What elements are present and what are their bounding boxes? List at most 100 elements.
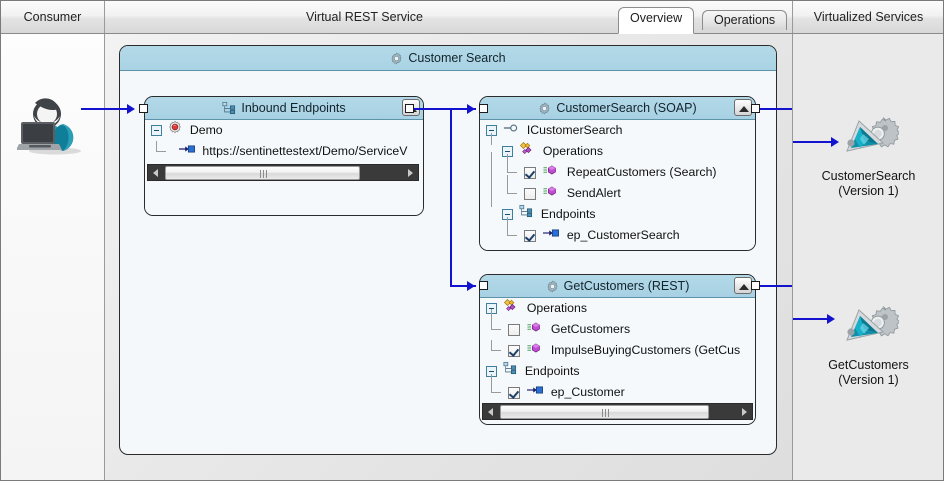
scroll-left-arrow[interactable]	[149, 165, 164, 180]
connector-consumer-to-inbound	[81, 108, 133, 110]
column-header-virtual-rest-service: Virtual REST Service	[306, 10, 423, 24]
tree-label-endpoints-rest: Endpoints	[524, 364, 580, 379]
collapse-up-icon[interactable]	[734, 277, 752, 294]
tree-elbow	[491, 374, 501, 393]
node-title-inbound: Inbound Endpoints	[145, 97, 423, 120]
tree-label-endpoint-url: https://sentinettestext/Demo/ServiceV	[202, 144, 408, 159]
operation-icon	[527, 340, 543, 361]
virtualized-service-version: (Version 1)	[838, 184, 899, 198]
endpoints-icon	[519, 204, 533, 225]
tree-elbow	[507, 217, 517, 236]
scrollbar-thumb[interactable]	[500, 405, 709, 419]
tree-row-getcustomers-op[interactable]: GetCustomers	[480, 309, 755, 340]
checkbox-ep-customer[interactable]	[508, 386, 520, 399]
collapse-up-icon[interactable]	[734, 99, 752, 116]
group-title-bar: Customer Search	[120, 46, 776, 71]
tree-row-icustomersearch[interactable]: ICustomerSearch	[480, 120, 755, 141]
virtual-service-icon	[168, 120, 182, 141]
gear-icon	[546, 278, 559, 300]
node-getcustomers-rest[interactable]: GetCustomers (REST)	[479, 274, 756, 425]
gear-icon	[538, 100, 551, 122]
column-header-consumer: Consumer	[23, 10, 82, 24]
port-soap-left[interactable]	[479, 104, 488, 113]
tree-label-operations-soap: Operations	[542, 144, 603, 159]
node-customersearch-soap[interactable]: CustomerSearch (SOAP) ICustomerSearch	[479, 96, 756, 251]
tree-vline	[491, 194, 492, 207]
tree-row-ep-customersearch[interactable]: ep_CustomerSearch	[480, 217, 755, 246]
port-rest-left[interactable]	[479, 281, 488, 290]
scroll-right-arrow[interactable]	[402, 165, 417, 180]
node-title-label-rest: GetCustomers (REST)	[563, 279, 690, 293]
column-header-virtualized-services: Virtualized Services	[813, 10, 924, 24]
port-soap-right[interactable]	[751, 104, 760, 113]
tab-overview[interactable]: Overview	[618, 7, 695, 34]
tree-vline	[491, 173, 492, 194]
tree-row-sendalert[interactable]: SendAlert	[480, 173, 755, 204]
virtualized-service-getcustomers[interactable]: GetCustomers (Version 1)	[793, 296, 943, 388]
gear-icon	[390, 49, 403, 73]
tree-row-ep-customer[interactable]: ep_Customer	[480, 374, 755, 403]
horizontal-scrollbar-inbound[interactable]	[147, 164, 419, 181]
tree-elbow	[156, 141, 166, 152]
tab-operations[interactable]: Operations	[702, 10, 788, 30]
tree-label-endpoints-soap: Endpoints	[540, 207, 596, 222]
tree-label-repeatcustomers: RepeatCustomers (Search)	[566, 165, 717, 180]
checkbox-repeatcustomers[interactable]	[524, 166, 536, 179]
header-divider-2	[792, 1, 793, 33]
checkbox-impulsebuyingcustomers[interactable]	[508, 344, 520, 357]
virtualized-service-name: GetCustomers	[828, 358, 909, 372]
port-inbound-right[interactable]	[405, 104, 414, 113]
expander-minus-icon[interactable]	[151, 125, 162, 137]
column-divider-right	[792, 34, 793, 480]
node-title-label-soap: CustomerSearch (SOAP)	[556, 101, 697, 115]
operation-icon	[543, 183, 559, 204]
tree-row-endpoint-url[interactable]: https://sentinettestext/Demo/ServiceV	[145, 141, 423, 162]
tree-row-operations-rest[interactable]: Operations	[480, 298, 755, 319]
tree-label-ep-customersearch: ep_CustomerSearch	[566, 228, 680, 243]
connector-to-rest	[450, 285, 476, 287]
consumer-user-laptop-icon	[16, 94, 89, 156]
tree-row-repeatcustomers[interactable]: RepeatCustomers (Search)	[480, 152, 755, 183]
tree-row-operations-soap[interactable]: Operations	[480, 133, 755, 162]
tree-row-impulsebuyingcustomers[interactable]: ImpulseBuyingCustomers (GetCus	[480, 340, 755, 361]
tree-row-endpoints-soap[interactable]: Endpoints	[480, 194, 755, 225]
port-inbound-left[interactable]	[139, 104, 148, 113]
connector-inbound-trunk	[414, 108, 451, 110]
horizontal-scrollbar-rest[interactable]	[482, 403, 753, 420]
node-inbound-endpoints[interactable]: Inbound Endpoints	[144, 96, 424, 216]
endpoints-icon	[222, 100, 236, 122]
operation-icon	[527, 319, 543, 340]
column-header-band: Consumer Virtual REST Service Virtualize…	[1, 1, 943, 34]
connector-arrowhead	[831, 137, 839, 147]
virtualized-service-name: CustomerSearch	[821, 169, 916, 183]
group-customer-search[interactable]: Customer Search Inbound Endpoints	[119, 45, 777, 455]
scrollbar-thumb[interactable]	[165, 166, 360, 180]
tree-elbow	[507, 154, 517, 173]
node-body-soap: ICustomerSearch	[480, 120, 755, 250]
tree-label-demo: Demo	[189, 123, 223, 138]
column-divider-left	[104, 34, 105, 480]
connector-arrowhead	[467, 104, 475, 114]
interface-icon	[503, 120, 519, 141]
scroll-right-arrow[interactable]	[736, 404, 751, 419]
tree-row-endpoints-rest[interactable]: Endpoints	[480, 361, 755, 382]
operations-icon	[503, 298, 519, 319]
checkbox-ep-customersearch[interactable]	[524, 229, 536, 242]
connector-in-getcustomers	[793, 318, 833, 320]
tree-elbow	[491, 311, 501, 330]
node-title-rest: GetCustomers (REST)	[480, 275, 755, 298]
node-title-label-inbound: Inbound Endpoints	[241, 101, 346, 115]
diagram-canvas: Customer Search Inbound Endpoints	[81, 34, 820, 480]
connector-arrowhead	[127, 104, 135, 114]
endpoints-icon	[503, 361, 517, 382]
tree-label-getcustomers-op: GetCustomers	[550, 322, 631, 337]
checkbox-getcustomers[interactable]	[508, 323, 520, 336]
tree-row-demo[interactable]: Demo	[145, 120, 423, 141]
scroll-left-arrow[interactable]	[484, 404, 499, 419]
tree-label-impulsebuyingcustomers: ImpulseBuyingCustomers (GetCus	[550, 343, 741, 358]
port-rest-right[interactable]	[751, 281, 760, 290]
checkbox-sendalert[interactable]	[524, 187, 536, 200]
service-gear-icon	[839, 296, 900, 354]
virtualized-service-customersearch[interactable]: CustomerSearch (Version 1)	[793, 107, 943, 199]
